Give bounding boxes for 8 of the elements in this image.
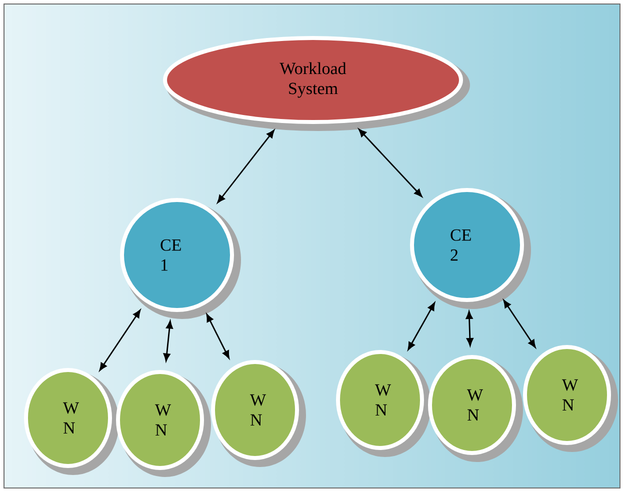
arrow <box>163 320 173 362</box>
arrow <box>358 128 422 197</box>
arrow <box>99 310 141 371</box>
arrow <box>408 302 436 350</box>
arrow <box>503 300 536 348</box>
arrow <box>466 310 474 346</box>
arrow <box>206 314 230 359</box>
arrow <box>217 130 274 204</box>
